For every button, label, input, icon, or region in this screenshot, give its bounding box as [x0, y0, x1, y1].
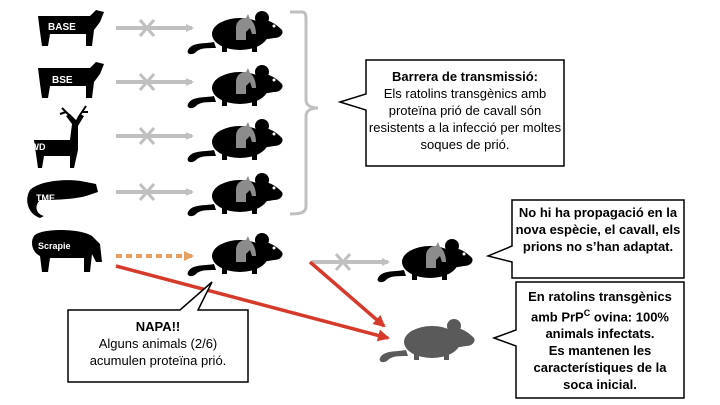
barrier-callout-box [337, 59, 565, 167]
napa-callout: NAPA!! Alguns animals (2/6) acumulen pro… [72, 318, 244, 369]
blocked-arrow [116, 183, 194, 201]
ovine-line1: En ratolins transgènics [528, 289, 672, 304]
deer-icon: CWD [24, 105, 88, 168]
transgenic-mouse [187, 233, 283, 277]
direct-infection-arrow [115, 264, 390, 342]
transgenic-mouse [187, 119, 283, 163]
ovine-line3: animals infectats. [545, 326, 655, 342]
sheep-icon: Scrapie [32, 230, 102, 272]
ovine-callout: En ratolins transgènics amb PrPC ovina: … [518, 288, 682, 393]
transgenic-mouse [187, 173, 283, 217]
ovine-line4: Es mantenen les [548, 343, 652, 359]
source-label-base: BASE [48, 22, 76, 33]
blocked-arrow [116, 127, 194, 145]
ovine-line6: soca inicial. [563, 377, 637, 393]
source-label-tme: TME [36, 193, 55, 203]
ovine-line5: característiques de la [533, 360, 667, 376]
barrier-callout: Barrera de transmissió: Els ratolins tra… [368, 68, 562, 153]
ovine-line2-pre: amb PrP [530, 309, 584, 325]
cow-icon: BSE [38, 62, 104, 98]
napa-callout-box [67, 281, 249, 383]
barrier-callout-body: Els ratolins transgènics amb proteïna pr… [368, 86, 562, 152]
group-bracket [289, 10, 319, 216]
source-label-cwd: CWD [24, 142, 46, 152]
transgenic-mouse [187, 65, 283, 109]
source-label-scrapie: Scrapie [38, 241, 71, 251]
no-propagation-callout-box [485, 199, 685, 279]
ovine-callout-box [491, 281, 685, 399]
source-label-bse: BSE [52, 75, 73, 86]
napa-callout-body: Alguns animals (2/6) acumulen proteïna p… [89, 336, 227, 368]
cow-icon: BASE [38, 10, 104, 46]
barrier-callout-title: Barrera de transmissió: [392, 69, 538, 84]
no-propagation-callout-body: No hi ha propagació en la nova espècie, … [515, 205, 681, 254]
blocked-arrow [116, 19, 194, 37]
second-passage-mouse [377, 239, 473, 283]
direct-infection-arrow [308, 260, 386, 328]
mink-icon: TME [27, 180, 99, 218]
napa-callout-title: NAPA!! [135, 319, 181, 334]
ovine-prp-mouse [379, 319, 475, 363]
ovine-line2-post: ovina: 100% [590, 309, 669, 325]
blocked-arrow [312, 253, 390, 271]
blocked-arrow [116, 73, 194, 91]
transgenic-mouse [187, 11, 283, 55]
ovine-line2-sup: C [583, 308, 591, 318]
no-propagation-callout: No hi ha propagació en la nova espècie, … [514, 204, 682, 255]
